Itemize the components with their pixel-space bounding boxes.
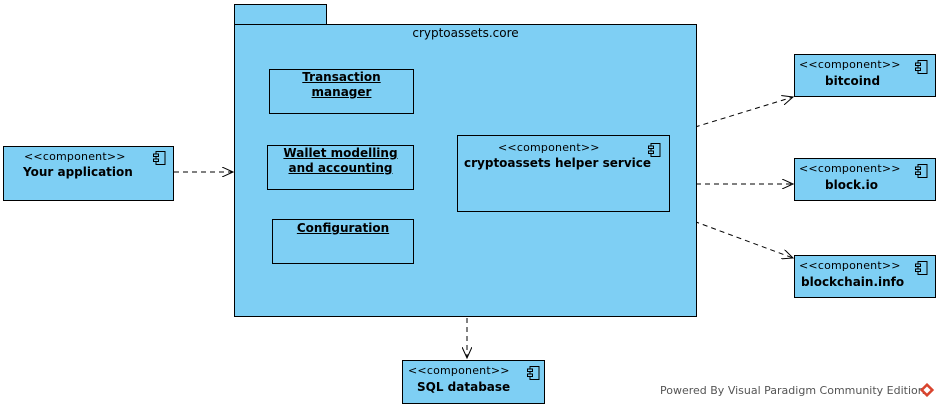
component-bitcoind[interactable]: <<component>> bitcoind: [794, 54, 936, 97]
component-name: bitcoind: [825, 74, 881, 88]
component-sql-database[interactable]: <<component>> SQL database: [402, 360, 545, 404]
component-name: blockchain.info: [801, 275, 905, 289]
class-wallet-modelling[interactable]: Wallet modelling and accounting: [267, 145, 414, 190]
stereotype-label: <<component>>: [408, 364, 510, 377]
component-block-io[interactable]: <<component>> block.io: [794, 158, 936, 201]
stereotype-label: <<component>>: [799, 162, 901, 175]
component-icon: [915, 261, 928, 275]
component-your-application[interactable]: <<component>> Your application: [3, 146, 174, 201]
class-name: Transaction manager: [302, 70, 381, 99]
package-title: cryptoassets.core: [412, 26, 519, 40]
class-name: Configuration: [296, 221, 390, 235]
stereotype-label: <<component>>: [799, 58, 901, 71]
component-icon: [915, 60, 928, 74]
component-icon: [915, 164, 928, 178]
class-name: Wallet modelling and accounting: [283, 146, 398, 175]
component-icon: [153, 151, 166, 165]
class-transaction-manager[interactable]: Transaction manager: [269, 69, 414, 114]
stereotype-label: <<component>>: [498, 141, 600, 154]
component-name: Your application: [23, 165, 133, 179]
component-blockchain-info[interactable]: <<component>> blockchain.info: [794, 255, 936, 298]
component-name: SQL database: [417, 380, 511, 394]
package-tab: [234, 4, 327, 25]
visual-paradigm-logo-icon: [920, 383, 934, 397]
stereotype-label: <<component>>: [24, 150, 126, 163]
class-configuration[interactable]: Configuration: [272, 219, 414, 264]
component-name: cryptoassets helper service: [464, 156, 652, 170]
component-helper-service[interactable]: <<component>> cryptoassets helper servic…: [457, 135, 670, 212]
component-name: block.io: [825, 178, 878, 192]
stereotype-label: <<component>>: [799, 259, 901, 272]
powered-by-text: Powered By Visual Paradigm Community Edi…: [660, 384, 925, 397]
component-icon: [527, 366, 540, 380]
component-icon: [648, 143, 661, 157]
